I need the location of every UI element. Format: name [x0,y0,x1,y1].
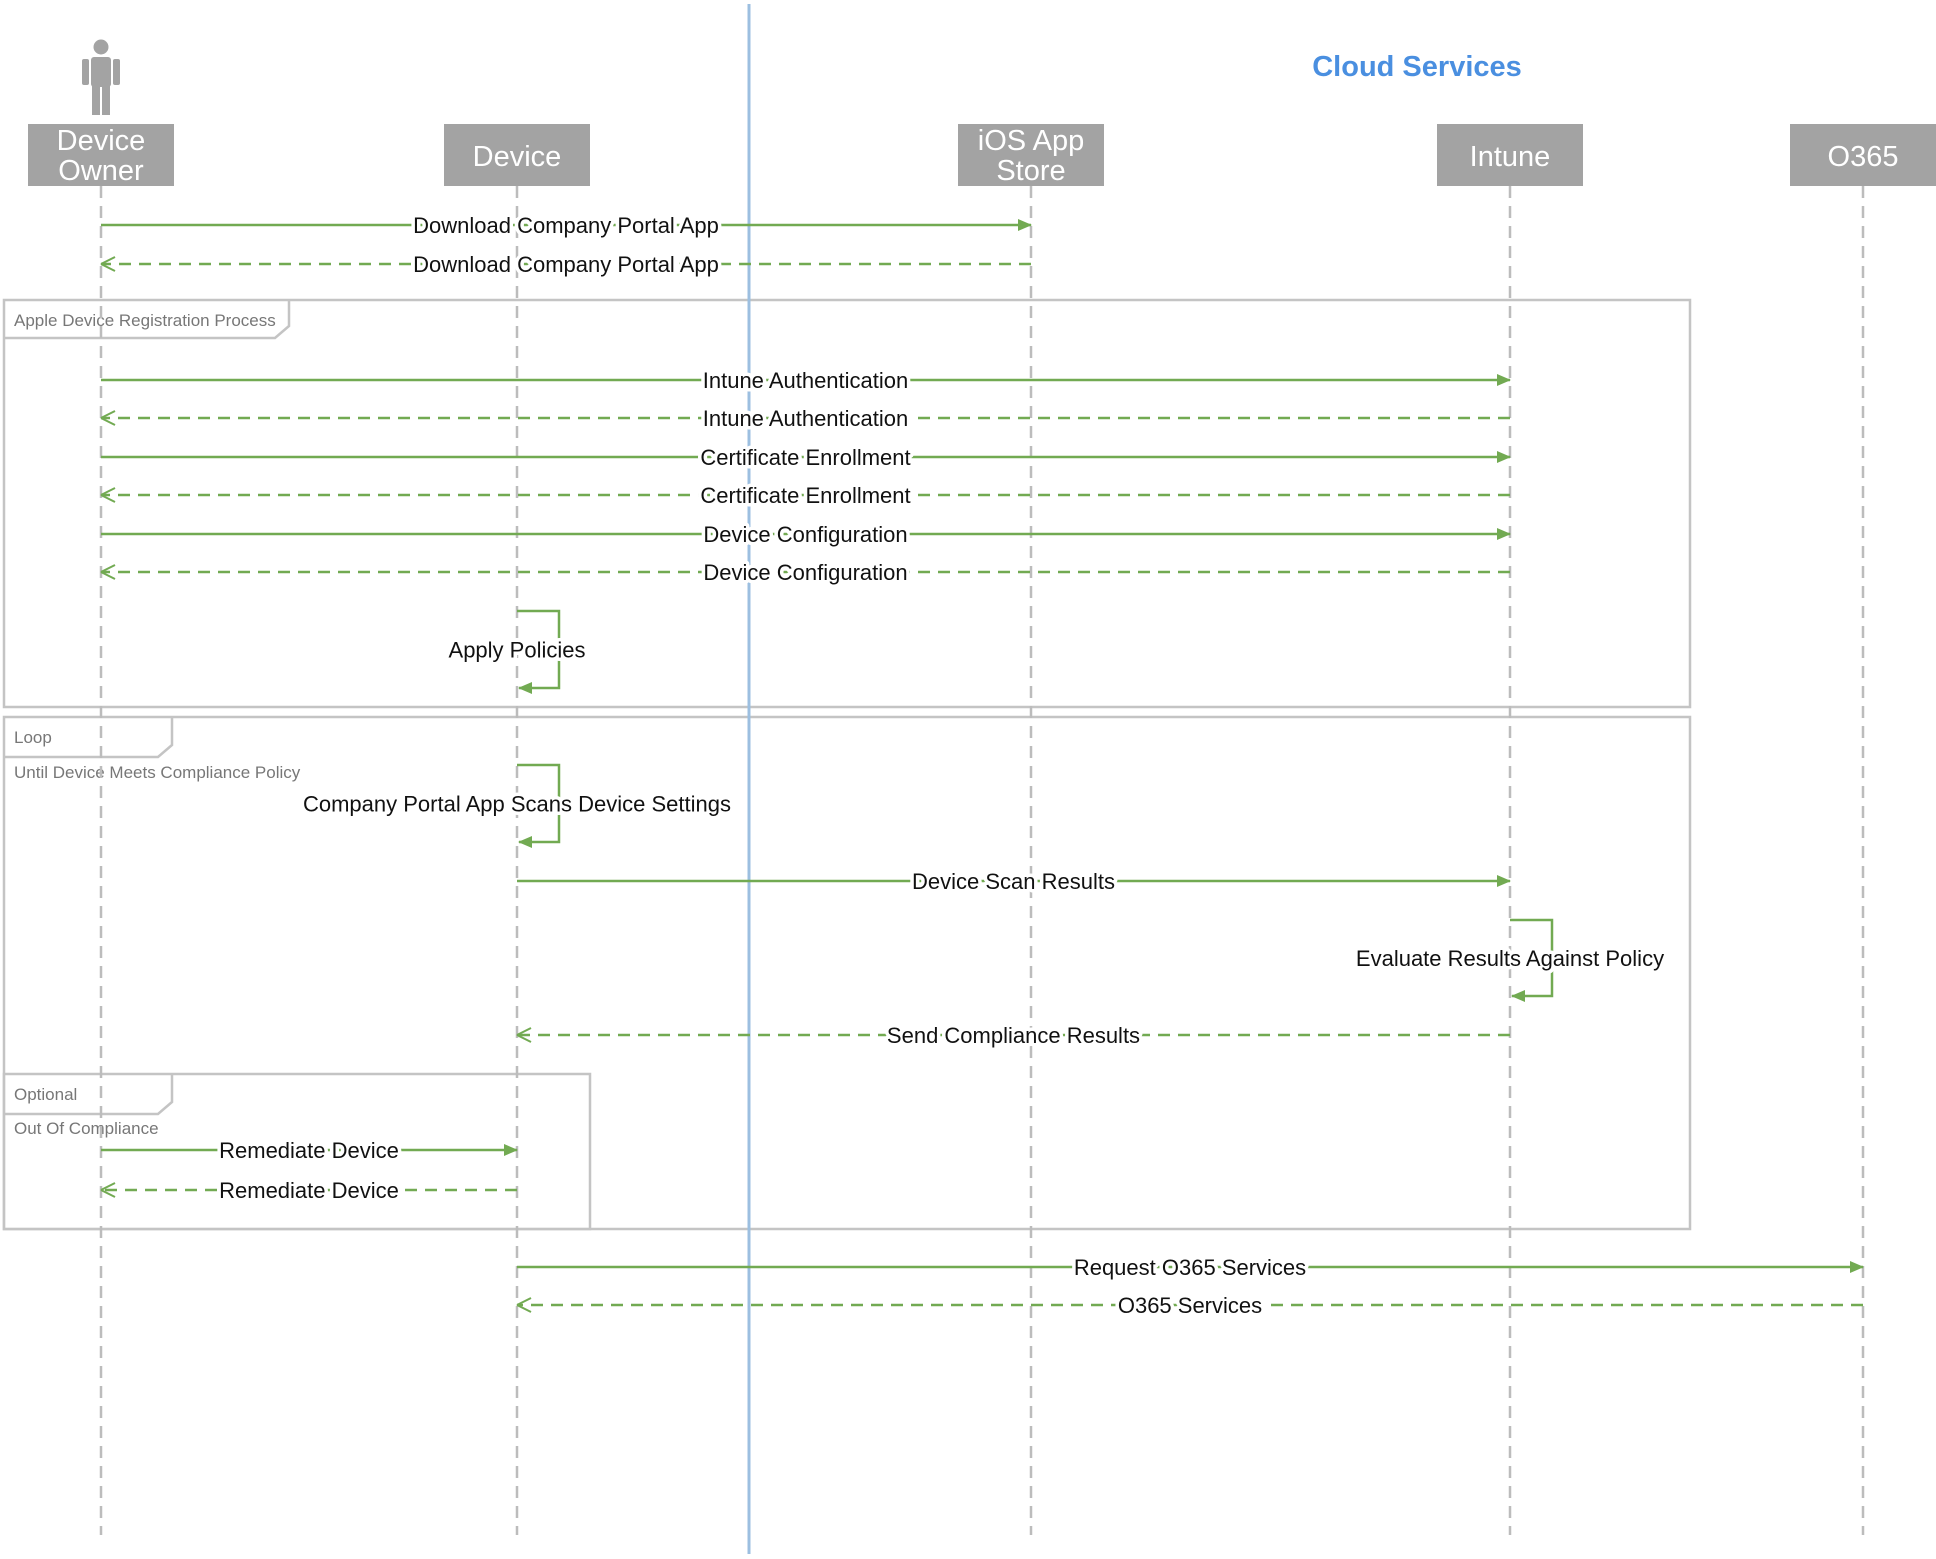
frame-title-tab [4,300,291,340]
participant-box [958,124,1104,186]
message-label: Download Company Portal App [413,252,719,277]
frames-layer: Apple Device Registration ProcessLoopUnt… [2,298,1692,1231]
participant-box [1437,124,1583,186]
message-15: Request O365 Services [517,1252,1864,1284]
message-label: O365 Services [1118,1293,1262,1318]
frame-border [2,298,1692,709]
frame-condition: Until Device Meets Compliance Policy [14,763,301,782]
message-label: Device Configuration [703,560,907,585]
participant-label: Intune [1470,141,1551,173]
message-label: Evaluate Results Against Policy [1356,946,1664,971]
message-label: Company Portal App Scans Device Settings [303,792,731,817]
frame-title: Loop [14,728,52,747]
person-icon [82,39,120,115]
participant-box [28,124,174,186]
message-9: Company Portal App Scans Device Settings [299,763,735,848]
participant-label: Store [996,155,1065,187]
cloud-divider-layer: Cloud Services [747,4,1522,1554]
participant-label: O365 [1828,141,1899,173]
frame-title: Apple Device Registration Process [14,311,276,330]
message-label: Device Configuration [703,522,907,547]
message-13: Remediate Device [101,1135,518,1167]
frame-title-tab [4,717,174,759]
message-0: Download Company Portal App [101,210,1032,242]
message-6: Device Configuration [101,519,1511,551]
message-12: Send Compliance Results [516,1020,1510,1052]
message-label: Apply Policies [449,638,586,663]
message-2: Intune Authentication [101,365,1511,397]
message-1: Download Company Portal App [100,249,1031,281]
participant-label: iOS App [978,125,1084,157]
self-message-arrow [517,763,561,848]
frame-title: Optional [14,1085,77,1104]
message-label: Request O365 Services [1074,1255,1306,1280]
message-label: Remediate Device [219,1138,399,1163]
message-14: Remediate Device [100,1175,517,1207]
message-8: Apply Policies [445,609,589,694]
message-label: Intune Authentication [703,406,909,431]
participant-box [444,124,590,186]
message-16: O365 Services [516,1290,1863,1322]
message-label: Download Company Portal App [413,213,719,238]
participant-device: Device [444,124,590,186]
message-label: Remediate Device [219,1178,399,1203]
participant-label: Device [57,125,146,157]
self-message-arrow [1510,918,1554,1002]
message-label: Send Compliance Results [887,1023,1140,1048]
participant-o365: O365 [1790,124,1936,186]
frame-title-tab [4,1074,174,1116]
message-7: Device Configuration [100,557,1510,589]
frame-apple-registration: Apple Device Registration Process [2,298,1692,709]
message-label: Certificate Enrollment [700,445,910,470]
message-5: Certificate Enrollment [100,480,1510,512]
message-11: Evaluate Results Against Policy [1352,918,1668,1002]
frame-condition: Out Of Compliance [14,1119,159,1138]
message-10: Device Scan Results [517,866,1511,898]
message-label: Intune Authentication [703,368,909,393]
message-label: Certificate Enrollment [700,483,910,508]
message-label: Device Scan Results [912,869,1115,894]
participant-box [1790,124,1936,186]
self-message-arrow [517,609,561,694]
cloud-services-label: Cloud Services [1312,51,1522,83]
participant-label: Owner [58,155,144,187]
participant-label: Device [473,141,562,173]
message-3: Intune Authentication [100,403,1510,435]
participant-intune: Intune [1437,124,1583,186]
message-4: Certificate Enrollment [101,442,1511,474]
